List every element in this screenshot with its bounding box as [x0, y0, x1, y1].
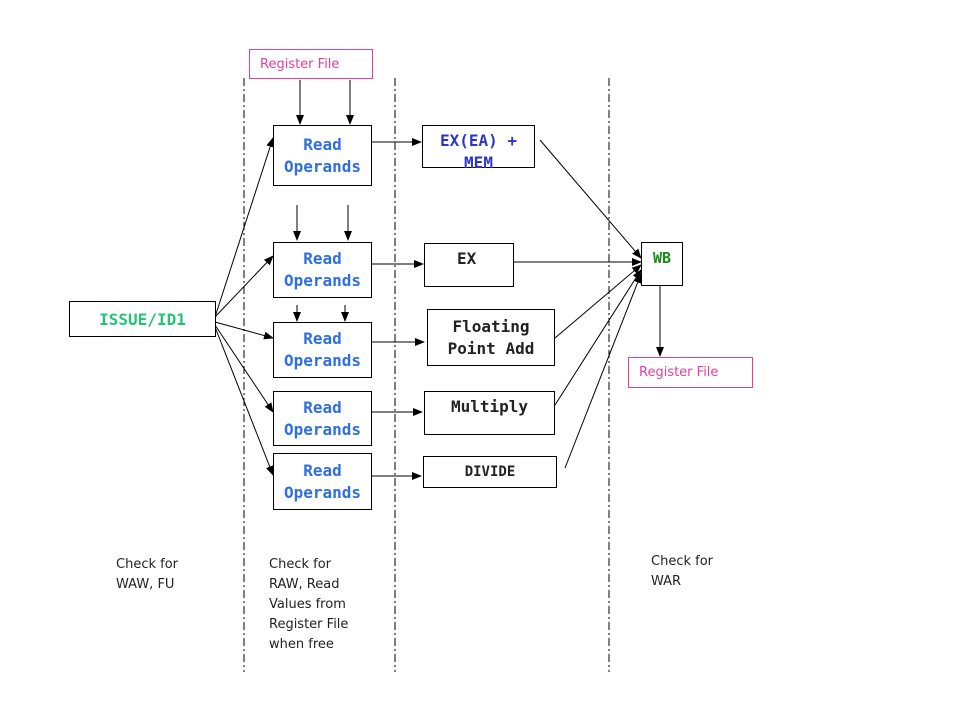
- fu-multiply-label: Multiply: [450, 397, 529, 416]
- read-operands-label: Read Operands: [283, 249, 362, 290]
- issue-arrow-1: [214, 137, 275, 318]
- issue-box: ISSUE/ID1: [69, 301, 216, 337]
- wb-label: WB: [652, 249, 672, 267]
- fu-to-wb-arrow-1: [539, 139, 642, 259]
- fu-floating-point-add-label: Floating Point Add: [447, 316, 535, 358]
- fu-ex-ea-mem: EX(EA) + MEM: [422, 125, 535, 172]
- fu-ex-ea-mem-label: EX(EA) + MEM: [439, 131, 518, 172]
- read-operands-box-3: Read Operands: [273, 322, 372, 378]
- fu-divide: DIVIDE: [423, 456, 557, 488]
- read-operands-box-2: Read Operands: [273, 242, 372, 298]
- read-operands-label: Read Operands: [283, 397, 362, 439]
- read-operands-label: Read Operands: [283, 460, 362, 502]
- read-operands-label: Read Operands: [283, 329, 362, 370]
- fu-to-wb-arrow-5: [564, 273, 642, 469]
- issue-arrow-5: [214, 326, 274, 476]
- fu-ex-label: EX: [457, 249, 477, 268]
- fu-floating-point-add: Floating Point Add: [427, 309, 555, 366]
- fu-to-wb-arrow-4: [554, 269, 642, 406]
- note-wb-check: Check for WAR: [651, 554, 713, 589]
- fu-to-wb-arrow-3: [554, 264, 642, 339]
- fu-divide-label: DIVIDE: [464, 464, 516, 480]
- register-file-top: Register File: [249, 49, 373, 79]
- note-read-check: Check for RAW, Read Values from Register…: [269, 557, 349, 652]
- read-operands-box-1: Read Operands: [273, 125, 372, 186]
- read-operands-label: Read Operands: [283, 134, 362, 176]
- fu-ex: EX: [424, 243, 514, 287]
- wb-box: WB: [641, 242, 683, 286]
- issue-arrow-4: [214, 324, 274, 413]
- register-file-bottom: Register File: [628, 357, 753, 388]
- issue-label: ISSUE/ID1: [99, 309, 186, 329]
- issue-arrow-3: [214, 321, 274, 340]
- issue-arrow-2: [214, 255, 274, 318]
- note-issue-check: Check for WAW, FU: [116, 557, 178, 592]
- read-operands-box-5: Read Operands: [273, 453, 372, 510]
- fu-multiply: Multiply: [424, 391, 555, 435]
- read-operands-box-4: Read Operands: [273, 391, 372, 446]
